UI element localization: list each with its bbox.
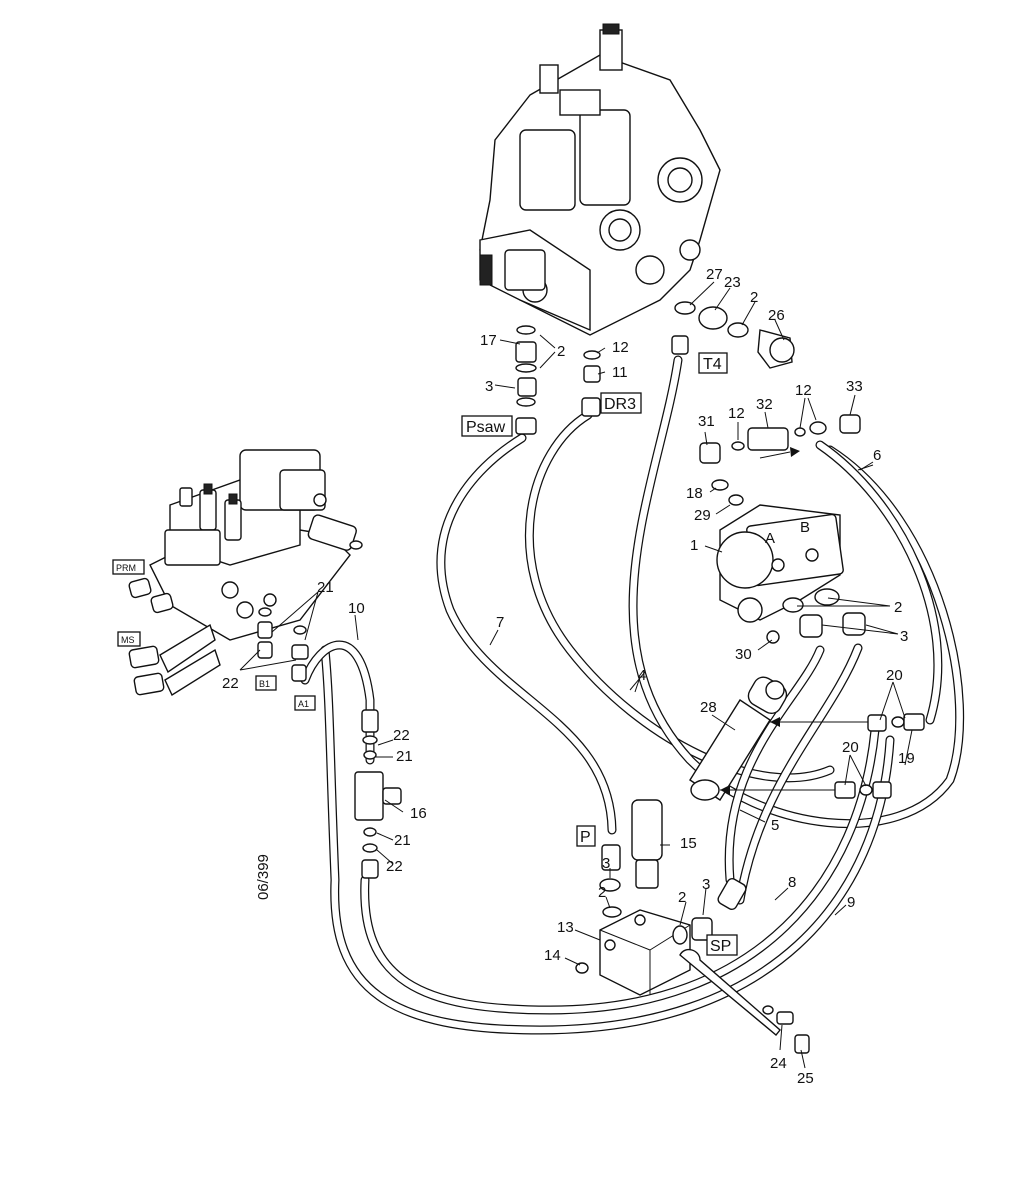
motor-port-b: B <box>800 519 810 536</box>
port-label-prm: PRM <box>116 563 136 573</box>
port-label-dr3: DR3 <box>604 396 636 413</box>
motor-port-a: A <box>765 530 775 547</box>
part-number-22: 22 <box>222 675 239 692</box>
part-number-12: 12 <box>728 405 745 422</box>
part-number-5: 5 <box>771 817 779 834</box>
part-number-33: 33 <box>846 378 863 395</box>
part-number-3: 3 <box>900 628 908 645</box>
port-labels: Psaw DR3 T4 P SP PRM MS B1 A1 <box>112 352 738 956</box>
part-number-25: 25 <box>797 1070 814 1087</box>
fitting-stack-dr3 <box>581 350 601 417</box>
sequence-valve-block <box>575 799 810 1054</box>
part-number-26: 26 <box>768 307 785 324</box>
part-number-27: 27 <box>706 266 723 283</box>
part-number-2: 2 <box>598 884 606 901</box>
part-number-2: 2 <box>750 289 758 306</box>
port-label-psaw: Psaw <box>466 419 506 436</box>
hoses <box>300 355 965 1035</box>
part-number-29: 29 <box>694 507 711 524</box>
part-number-2: 2 <box>894 599 902 616</box>
part-number-7: 7 <box>496 614 504 631</box>
part-number-21: 21 <box>394 832 411 849</box>
fittings-upper-right <box>699 414 866 638</box>
part-number-13: 13 <box>557 919 574 936</box>
port-label-t4: T4 <box>703 356 722 373</box>
part-number-20: 20 <box>886 667 903 684</box>
part-number-15: 15 <box>680 835 697 852</box>
part-number-11: 11 <box>612 364 628 381</box>
part-number-3: 3 <box>702 876 710 893</box>
part-number-22: 22 <box>386 858 403 875</box>
part-number-28: 28 <box>700 699 717 716</box>
main-control-valve <box>479 23 721 336</box>
leader-lines <box>239 281 913 1069</box>
port-label-ms: MS <box>121 635 135 645</box>
drawing-reference: 06/399 <box>255 854 272 900</box>
left-valve-block <box>128 449 363 697</box>
part-number-31: 31 <box>698 413 715 430</box>
part-number-19: 19 <box>898 750 915 767</box>
part-number-2: 2 <box>557 343 565 360</box>
part-number-32: 32 <box>756 396 773 413</box>
inline-valve-16 <box>354 709 402 879</box>
part-number-14: 14 <box>544 947 561 964</box>
part-number-30: 30 <box>735 646 752 663</box>
motor: A B <box>716 504 844 644</box>
part-number-23: 23 <box>724 274 741 291</box>
part-number-1: 1 <box>690 537 698 554</box>
part-number-9: 9 <box>847 894 855 911</box>
fitting-stack-psaw <box>515 325 537 435</box>
part-number-4: 4 <box>638 667 646 684</box>
part-number-21: 21 <box>317 579 334 596</box>
cylinder <box>689 676 870 801</box>
part-number-12: 12 <box>795 382 812 399</box>
port-label-b1: B1 <box>259 679 270 689</box>
part-number-18: 18 <box>686 485 703 502</box>
part-numbers: 17 2 3 12 11 27 23 2 26 31 12 32 12 33 6… <box>222 266 915 1087</box>
port-label-a1: A1 <box>298 699 309 709</box>
part-number-21: 21 <box>396 748 413 765</box>
part-number-24: 24 <box>770 1055 787 1072</box>
part-number-12: 12 <box>612 339 629 356</box>
part-number-22: 22 <box>393 727 410 744</box>
part-number-6: 6 <box>873 447 881 464</box>
part-number-8: 8 <box>788 874 796 891</box>
port-label-p: P <box>580 829 591 846</box>
part-number-17: 17 <box>480 332 497 349</box>
part-number-20: 20 <box>842 739 859 756</box>
fittings-19-20 <box>834 713 925 799</box>
part-number-3: 3 <box>602 855 610 872</box>
part-number-2: 2 <box>678 889 686 906</box>
part-number-3: 3 <box>485 378 493 395</box>
port-label-sp: SP <box>710 938 731 955</box>
part-number-16: 16 <box>410 805 427 822</box>
part-number-10: 10 <box>348 600 365 617</box>
